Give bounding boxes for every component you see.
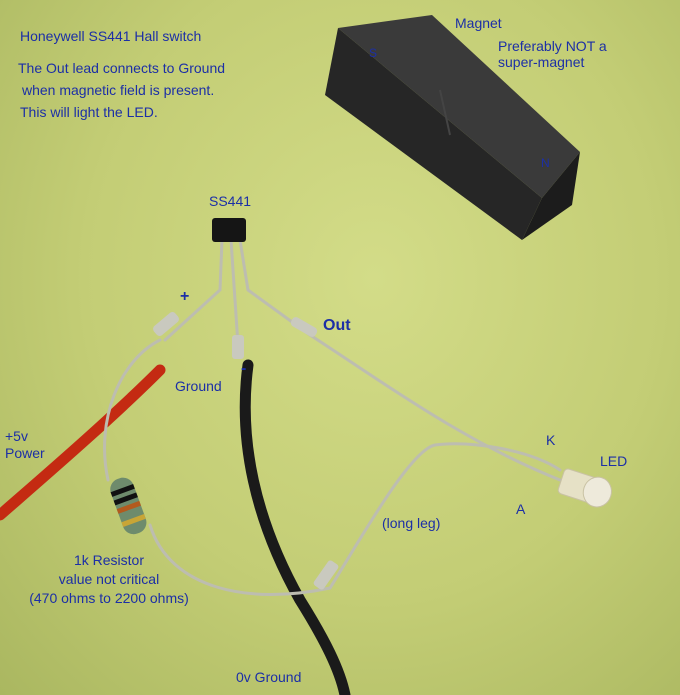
magnet-note-line-1: Preferably NOT a [498, 38, 607, 54]
resistor-label-line-1: 1k Resistor [73, 552, 145, 568]
description-line-1: The Out lead connects to Ground [18, 60, 226, 76]
out-pin-label: Out [323, 317, 351, 334]
magnet-block [325, 15, 580, 240]
power-label-line-1: +5v [5, 428, 28, 444]
component-leads [103, 238, 562, 596]
magnet-note-line-2: super-magnet [498, 54, 585, 70]
plus-pin-label: + [180, 288, 190, 305]
description-line-2: when magnetic field is present. [22, 82, 215, 98]
ground-clip [232, 335, 244, 359]
out-clip [290, 317, 318, 337]
led-anode-label: A [516, 501, 526, 517]
ground-wire-label: 0v Ground [236, 669, 302, 685]
red-power-wire [0, 364, 166, 521]
description-line-3: This will light the LED. [20, 104, 158, 120]
resistor-label-line-2: value not critical [58, 571, 160, 587]
anode-clip [313, 560, 339, 590]
long-leg-label: (long leg) [382, 515, 441, 531]
ground-pin-label: Ground [175, 378, 222, 394]
ss441-sensor-body [212, 218, 246, 242]
minus-pin-label: - [241, 360, 247, 377]
power-label-line-2: Power [5, 445, 45, 461]
led-cathode-label: K [546, 432, 556, 448]
resistor-body [110, 477, 147, 535]
led-body [557, 468, 612, 508]
black-ground-wire [239, 359, 351, 695]
led-label: LED [600, 453, 628, 469]
resistor-label-line-3: (470 ohms to 2200 ohms) [29, 590, 189, 606]
title-label: Honeywell SS441 Hall switch [20, 28, 202, 44]
magnet-pole-n: N [541, 156, 550, 170]
plus-clip [153, 312, 179, 336]
magnet-label: Magnet [455, 15, 502, 31]
sensor-label: SS441 [209, 193, 252, 209]
magnet-pole-s: S [369, 46, 378, 60]
